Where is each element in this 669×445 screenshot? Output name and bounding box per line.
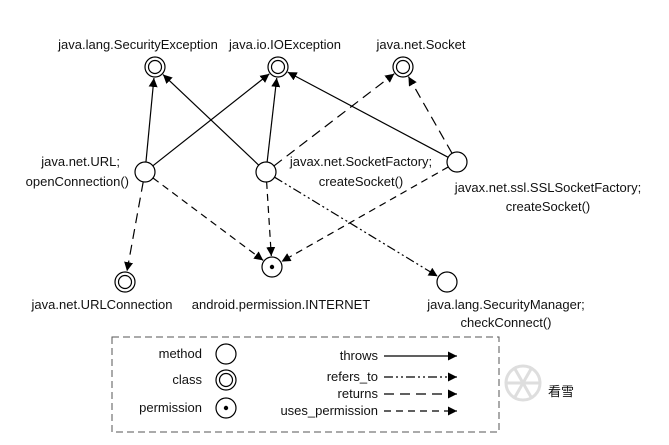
watermark-text: 看雪 bbox=[548, 384, 574, 399]
node-ssl-socket-factory bbox=[446, 151, 468, 173]
node-label-ssl-socket-factory-line2: createSocket() bbox=[506, 199, 591, 214]
node-io-exception bbox=[267, 56, 289, 78]
node-internet-permission bbox=[261, 256, 283, 278]
node-security-manager bbox=[436, 271, 458, 293]
legend-class-label: class bbox=[172, 372, 202, 387]
legend-box bbox=[111, 336, 500, 433]
edge-returns-url_open-to-url_connection bbox=[124, 181, 144, 272]
legend-class-symbol bbox=[215, 369, 237, 391]
watermark: 看雪 bbox=[504, 364, 574, 402]
node-label-socket-factory-line2: createSocket() bbox=[319, 174, 404, 189]
edge-throws-ssl_socket_factory-to-io_exception bbox=[287, 71, 449, 158]
node-label-url-open: java.net.URL; bbox=[40, 154, 120, 169]
node-url-connection bbox=[114, 271, 136, 293]
legend: method class permission throws refers_toretu… bbox=[111, 336, 500, 433]
snowflake-logo-icon bbox=[504, 364, 542, 402]
edge-refers_to-socket_factory-to-security_manager bbox=[274, 176, 438, 277]
node-label-security-manager-line2: checkConnect() bbox=[460, 315, 551, 330]
edge-uses_permission-ssl_socket_factory-to-internet_permission bbox=[281, 166, 449, 263]
node-label-internet-permission: android.permission.INTERNET bbox=[192, 297, 371, 312]
legend-permission-symbol bbox=[215, 397, 237, 419]
edge-uses_permission-socket_factory-to-internet_permission bbox=[266, 181, 276, 257]
node-label-io-exception: java.io.IOException bbox=[228, 37, 341, 52]
edge-uses_permission-url_open-to-internet_permission bbox=[152, 177, 264, 261]
legend-method-label: method bbox=[159, 346, 202, 361]
edge-returns-ssl_socket_factory-to-socket bbox=[407, 76, 453, 154]
node-socket-factory bbox=[255, 161, 277, 183]
legend-method-symbol bbox=[215, 343, 237, 365]
edge-throws-socket_factory-to-io_exception bbox=[266, 77, 281, 163]
node-label-security-exception: java.lang.SecurityException bbox=[57, 37, 218, 52]
node-url-open bbox=[134, 161, 156, 183]
legend-returns-label: returns bbox=[338, 386, 379, 401]
edge-throws-socket_factory-to-security_exception bbox=[162, 74, 260, 166]
node-label-ssl-socket-factory: javax.net.ssl.SSLSocketFactory; bbox=[454, 180, 641, 195]
node-label-url-open-line2: openConnection() bbox=[26, 174, 129, 189]
edge-returns-socket_factory-to-socket bbox=[273, 73, 395, 167]
edge-throws-url_open-to-security_exception bbox=[145, 77, 158, 163]
legend-uses-permission-label: uses_permission bbox=[280, 403, 378, 418]
node-label-security-manager: java.lang.SecurityManager; bbox=[426, 297, 585, 312]
node-label-url-connection: java.net.URLConnection bbox=[31, 297, 173, 312]
node-label-socket-factory: javax.net.SocketFactory; bbox=[289, 154, 432, 169]
legend-permission-label: permission bbox=[139, 400, 202, 415]
node-label-socket: java.net.Socket bbox=[376, 37, 466, 52]
legend-throws-label: throws bbox=[340, 348, 379, 363]
node-security-exception bbox=[144, 56, 166, 78]
node-socket bbox=[392, 56, 414, 78]
legend-refers-to-label: refers_to bbox=[327, 369, 378, 384]
